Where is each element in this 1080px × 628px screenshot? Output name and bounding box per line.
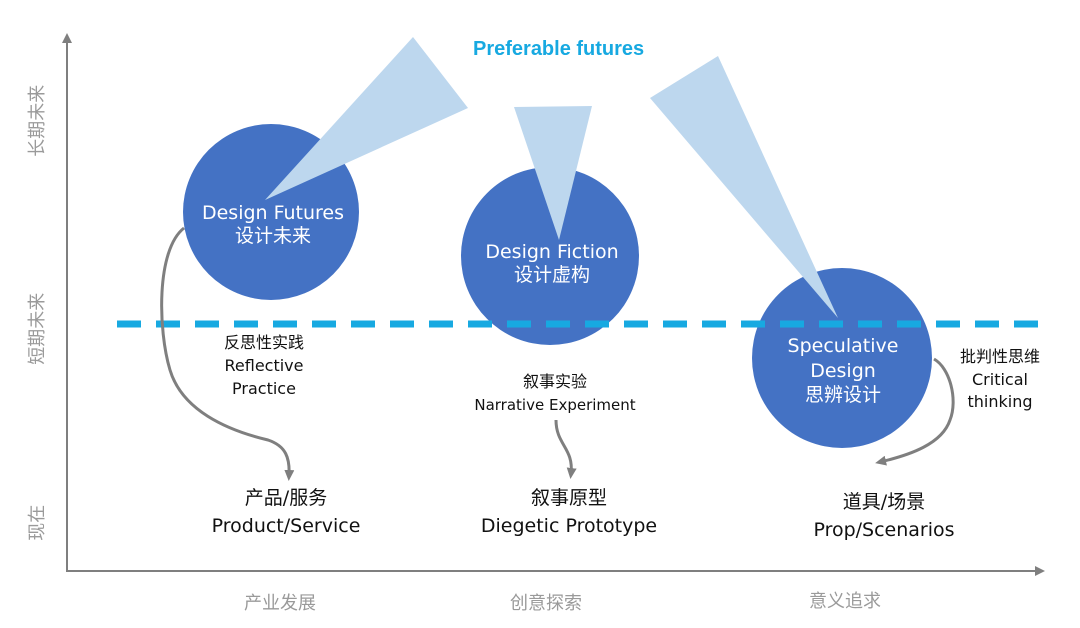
prop-scenarios-zh: 道具/场景 [842, 491, 926, 513]
design-futures-label: Design Futures 设计未来 [202, 202, 344, 248]
design-fiction-circle [461, 167, 639, 345]
product-service-en: Product/Service [211, 514, 361, 537]
y-axis-label-short-term: 短期未来 [27, 292, 49, 365]
speculative-design-circle [752, 268, 932, 448]
arrow-narrative-to-diegetic [554, 419, 577, 479]
diegetic-prototype-zh: 叙事原型 [530, 487, 608, 509]
speculative-design-en-1: Speculative [787, 335, 899, 357]
reflective-practice-en-2: Practice [232, 379, 296, 399]
speculative-design-zh: 思辨设计 [804, 384, 882, 407]
y-axis-label-long-term: 长期未来 [27, 84, 49, 157]
design-futures-en: Design Futures [201, 202, 345, 224]
critical-thinking-zh: 批判性思维 [959, 347, 1041, 366]
narrative-experiment-label: 叙事实验 Narrative Experiment [474, 370, 635, 417]
x-axis-label-meaning: 意义追求 [809, 591, 881, 612]
critical-thinking-label: 批判性思维 Critical thinking [960, 346, 1040, 414]
cone-speculative-design [650, 56, 838, 318]
y-axis-label-present: 现在 [27, 504, 49, 541]
prop-scenarios-output: 道具/场景 Prop/Scenarios [813, 489, 954, 544]
design-fiction-en: Design Fiction [485, 241, 619, 263]
design-fiction-zh: 设计虚构 [513, 263, 590, 286]
reflective-practice-en-1: Reflective [224, 356, 304, 376]
speculative-design-label: Speculative Design 思辨设计 [788, 334, 899, 408]
arrow-reflective-to-product [160, 226, 295, 481]
product-service-output: 产品/服务 Product/Service [212, 485, 361, 540]
critical-thinking-en-2: thinking [967, 392, 1033, 412]
cone-design-futures [265, 37, 468, 200]
narrative-experiment-zh: 叙事实验 [522, 372, 588, 391]
arrow-critical-to-prop [875, 357, 955, 466]
cone-design-fiction [514, 106, 592, 240]
design-fiction-label: Design Fiction 设计虚构 [485, 241, 618, 287]
design-futures-zh: 设计未来 [234, 224, 312, 247]
diegetic-prototype-en: Diegetic Prototype [480, 514, 658, 537]
x-axis-label-industry: 产业发展 [244, 593, 316, 614]
diegetic-prototype-output: 叙事原型 Diegetic Prototype [481, 485, 657, 540]
prop-scenarios-en: Prop/Scenarios [813, 518, 955, 541]
reflective-practice-zh: 反思性实践 [223, 333, 305, 352]
x-axis-label-creative: 创意探索 [510, 593, 582, 614]
product-service-zh: 产品/服务 [244, 487, 328, 509]
reflective-practice-label: 反思性实践 Reflective Practice [224, 331, 304, 401]
narrative-experiment-en: Narrative Experiment [474, 396, 636, 414]
diagram-title: Preferable futures [473, 38, 645, 60]
speculative-design-en-2: Design [810, 359, 876, 382]
critical-thinking-en-1: Critical [972, 369, 1028, 389]
